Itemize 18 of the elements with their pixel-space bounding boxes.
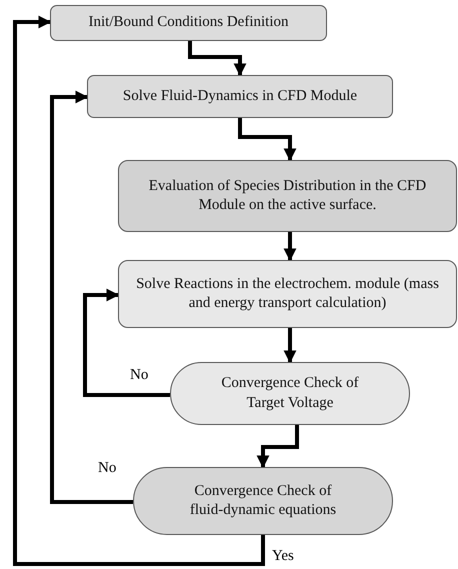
arrow bbox=[284, 232, 296, 262]
arrow bbox=[83, 288, 170, 397]
arrow bbox=[284, 328, 296, 364]
process-box bbox=[87, 75, 393, 118]
arrow bbox=[50, 90, 133, 504]
arrow bbox=[238, 118, 296, 162]
arrow bbox=[188, 41, 246, 76]
arrow bbox=[13, 16, 265, 566]
node-text: Solve Fluid-Dynamics in CFD Module bbox=[122, 86, 358, 106]
node-text: Init/Bound Conditions Definition bbox=[88, 13, 288, 32]
node-text: Convergence Check of fluid-dynamic equations bbox=[188, 482, 338, 520]
process-box bbox=[50, 5, 327, 41]
node-text: Convergence Check of Target Voltage bbox=[221, 374, 359, 412]
node-text: Solve Reactions in the electrochem. module (mass and energy transport calculation) bbox=[135, 274, 440, 313]
process-box bbox=[118, 160, 457, 232]
node-text: Evaluation of Species Distribution in the CFD Module on the active surface. bbox=[148, 176, 428, 215]
process-box bbox=[118, 260, 457, 328]
arrow bbox=[256, 425, 299, 468]
